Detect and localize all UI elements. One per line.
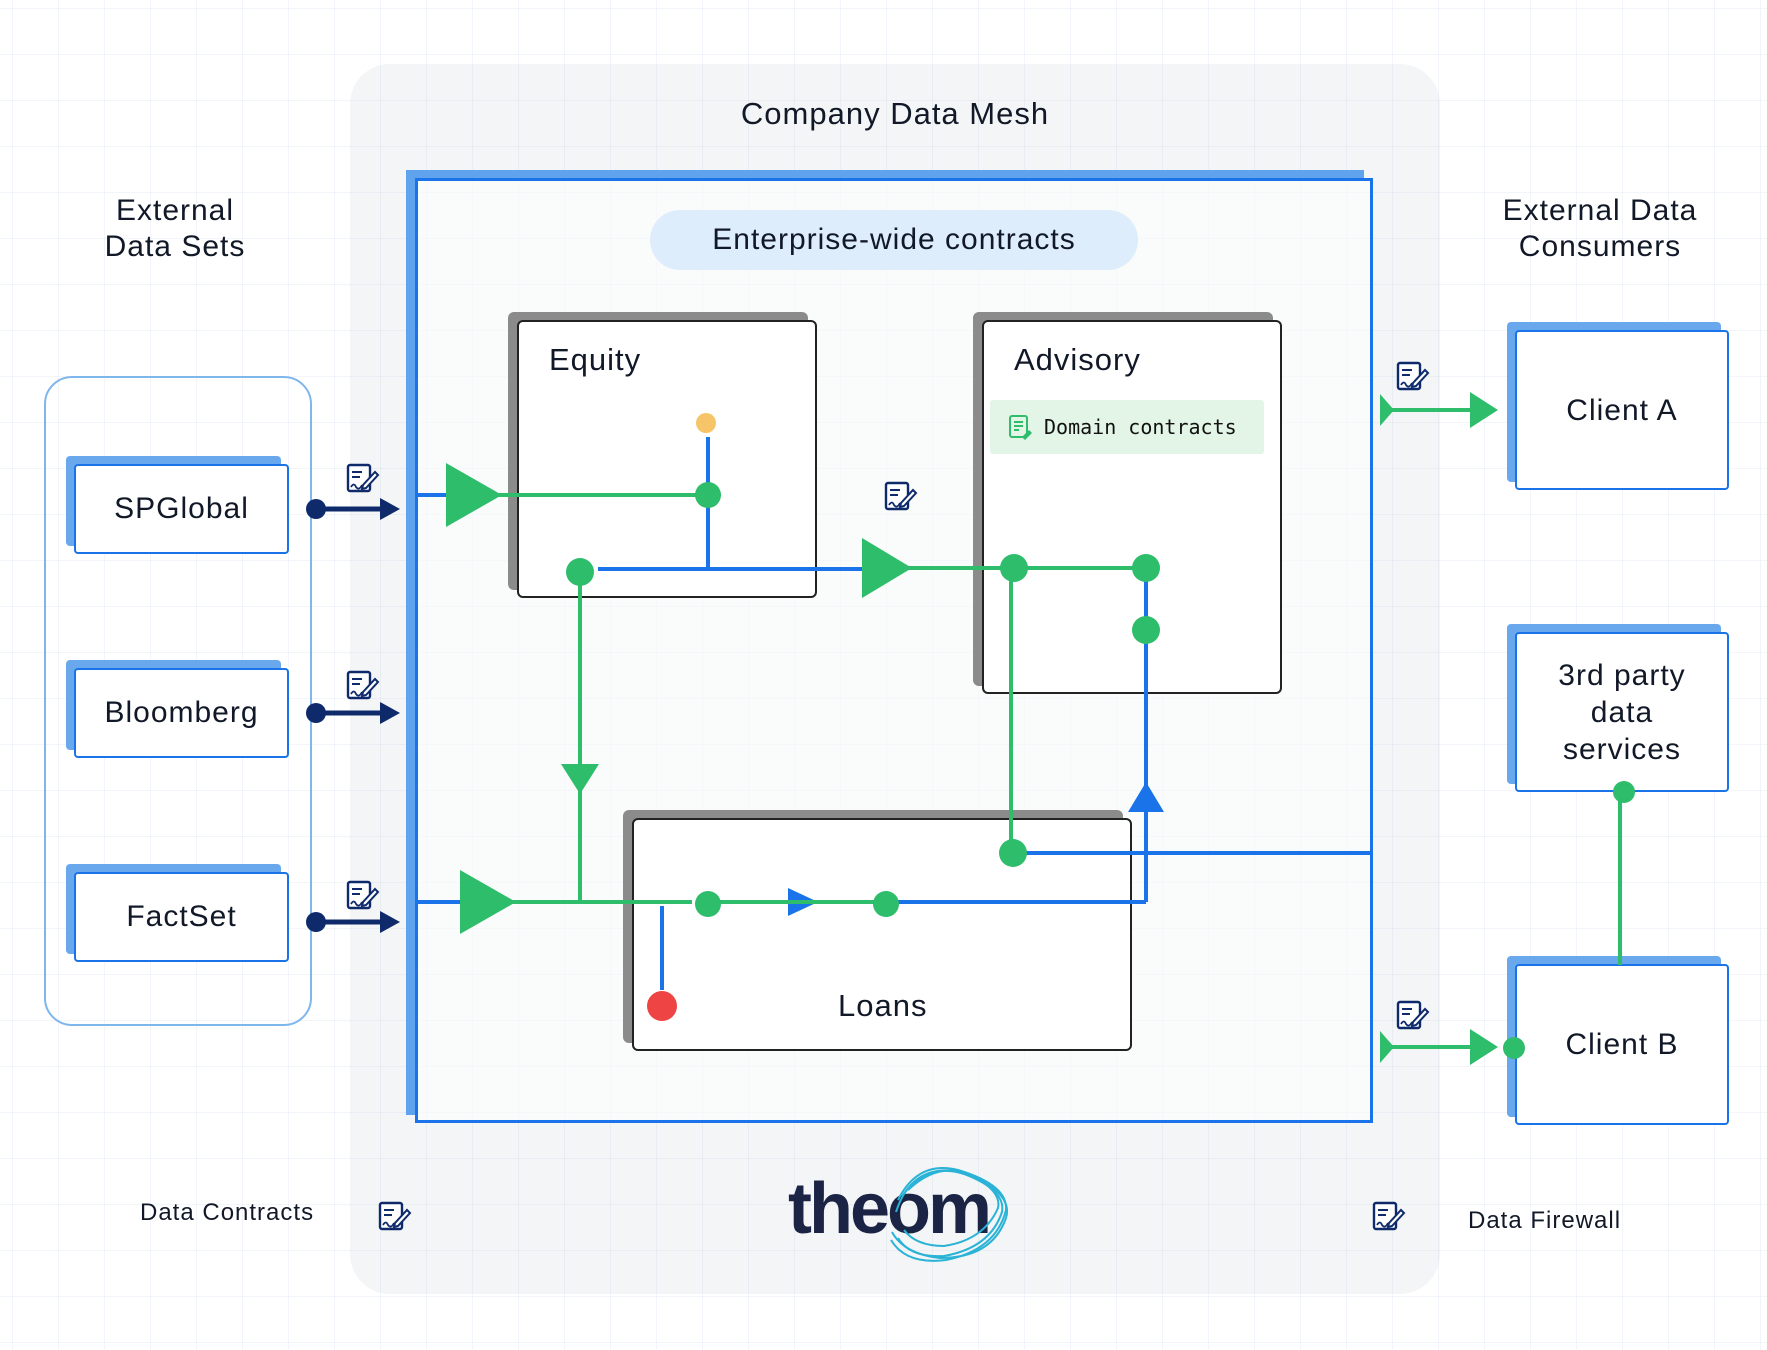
firewall-arrow-stub (1380, 1031, 1394, 1063)
node-amber (696, 413, 716, 433)
source-factset[interactable]: FactSet (74, 872, 289, 962)
domain-loans-label: Loans (838, 988, 928, 1023)
domain-contracts-label: Domain contracts (1044, 415, 1237, 439)
domain-advisory-label: Advisory (1014, 342, 1141, 377)
contract-icon[interactable] (1396, 1000, 1430, 1030)
source-label: FactSet (126, 900, 237, 933)
green-arrow-to-advisory (862, 538, 912, 598)
node-green (566, 558, 594, 586)
client-a-label: Client A (1566, 393, 1678, 427)
data-firewall-legend-label: Data Firewall (1468, 1207, 1622, 1234)
firewall-arrow-stub (1380, 394, 1394, 426)
source-connector-factset (306, 911, 400, 933)
source-connector-spglobal (306, 498, 400, 520)
green-arrow-client-a (1470, 392, 1498, 428)
external-data-consumers-heading: External Data Consumers (1502, 194, 1698, 263)
node-green (695, 482, 721, 508)
node-red (647, 991, 677, 1021)
node-green (1613, 781, 1635, 803)
data-contracts-legend-label: Data Contracts (140, 1199, 315, 1226)
green-arrow-down (561, 764, 599, 794)
client-a[interactable]: Client A (1515, 330, 1729, 490)
source-connector-bloomberg (306, 702, 400, 724)
theom-logo-icon (890, 1167, 1009, 1262)
contract-icon[interactable] (346, 880, 380, 910)
contract-icon[interactable] (346, 670, 380, 700)
green-arrow-equity-in (446, 463, 502, 527)
contract-icon (1009, 415, 1032, 440)
enterprise-contracts-pill[interactable]: Enterprise-wide contracts (650, 210, 1138, 270)
domain-loans[interactable]: Loans (632, 818, 1132, 1051)
domain-equity-label: Equity (549, 342, 642, 377)
contract-icon (1372, 1201, 1406, 1231)
blue-arrow-up (1128, 782, 1164, 812)
external-data-sets-heading: External Data Sets (104, 194, 246, 263)
third-party-data-services[interactable]: 3rd party data services (1515, 632, 1729, 792)
node-green (1132, 554, 1160, 582)
contract-icon (378, 1201, 412, 1231)
node-green (873, 891, 899, 917)
contract-icon[interactable] (346, 463, 380, 493)
node-green (1132, 616, 1160, 644)
node-green (1000, 554, 1028, 582)
node-green (999, 839, 1027, 867)
external-data-sets-group (44, 376, 312, 1026)
enterprise-contracts-label: Enterprise-wide contracts (712, 223, 1076, 256)
node-green (1503, 1037, 1525, 1059)
node-green (695, 891, 721, 917)
green-arrow-loans-in (460, 870, 516, 934)
green-arrow-client-b (1470, 1029, 1498, 1065)
source-spglobal[interactable]: SPGlobal (74, 464, 289, 554)
source-label: Bloomberg (104, 696, 259, 729)
contract-icon[interactable] (1396, 361, 1430, 391)
client-b-label: Client B (1565, 1028, 1679, 1061)
domain-equity[interactable]: Equity (517, 320, 817, 598)
domain-advisory[interactable]: Advisory (982, 320, 1282, 694)
contract-icon[interactable] (884, 481, 918, 511)
theom-logo-text: theom (788, 1169, 992, 1249)
green-flow-lines (490, 408, 1622, 1049)
source-label: SPGlobal (114, 492, 249, 525)
third-party-label: 3rd party data services (1558, 658, 1686, 766)
mesh-title: Company Data Mesh (740, 96, 1050, 131)
domain-contracts-badge[interactable]: Domain contracts (990, 400, 1264, 454)
source-bloomberg[interactable]: Bloomberg (74, 668, 289, 758)
